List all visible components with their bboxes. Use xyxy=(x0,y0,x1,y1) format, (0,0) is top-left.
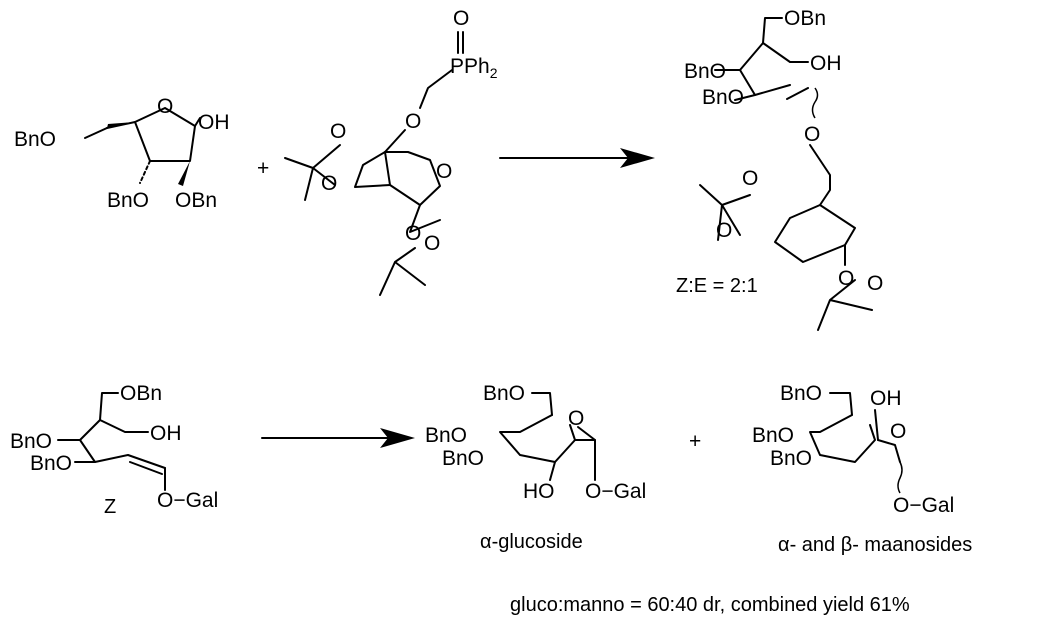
z-alkene-reactant: OBn OH BnO BnO O−Gal Z xyxy=(10,382,218,518)
phosphoryl-oxygen-label: O xyxy=(453,7,469,30)
mannosides-caption: α- and β- maanosides xyxy=(778,534,972,556)
acetonide-oxygen-4: O xyxy=(424,232,440,255)
alpha-glucoside-caption: α-glucoside xyxy=(480,531,583,553)
plus-sign-2: + xyxy=(689,430,701,453)
ring-oxygen-label: O xyxy=(157,95,173,118)
reaction-arrow-2 xyxy=(261,428,415,448)
bno-ch2-label: BnO xyxy=(483,382,525,405)
bno-label-1: BnO xyxy=(425,424,467,447)
bno-label-2: BnO xyxy=(702,86,744,109)
plus-sign-1: + xyxy=(257,157,269,180)
bno-label-2: BnO xyxy=(770,447,812,470)
hydroxyl-label: HO xyxy=(523,480,555,503)
o-gal-label: O−Gal xyxy=(893,494,954,517)
alpha-glucoside-product: BnO O BnO BnO HO O−Gal α-glucoside xyxy=(425,382,646,553)
o-gal-label: O−Gal xyxy=(585,480,646,503)
acetonide-oxygen-1: O xyxy=(742,167,758,190)
bno-label-1: BnO xyxy=(10,430,52,453)
bno-ch2-label: BnO xyxy=(14,128,56,151)
phosphine-oxide-reactant: O PPh2 O O O O O O xyxy=(284,7,498,296)
bno-label-2: BnO xyxy=(442,447,484,470)
arabinofuranose-reactant: OH O BnO BnO OBn xyxy=(14,95,230,212)
z-caption: Z xyxy=(104,496,116,518)
hydroxyl-label: OH xyxy=(150,422,182,445)
reaction-arrow-1 xyxy=(499,148,655,168)
phosphorus-label: PPh2 xyxy=(450,55,498,81)
hydroxyl-label: OH xyxy=(810,52,842,75)
obn-c2-label: OBn xyxy=(175,189,217,212)
acetonide-oxygen-3: O xyxy=(405,222,421,245)
ring-oxygen-label: O xyxy=(890,420,906,443)
obn-label: OBn xyxy=(784,7,826,30)
acetonide-oxygen-1: O xyxy=(330,120,346,143)
hydroxyl-label: OH xyxy=(198,111,230,134)
bno-label-1: BnO xyxy=(752,424,794,447)
bno-label-1: BnO xyxy=(684,60,726,83)
hydroxyl-label: OH xyxy=(870,387,902,410)
obn-label: OBn xyxy=(120,382,162,405)
ze-ratio-caption: Z:E = 2:1 xyxy=(676,275,758,297)
bno-label-2: BnO xyxy=(30,452,72,475)
acetonide-oxygen-4: O xyxy=(867,272,883,295)
bno-ch2-label: BnO xyxy=(780,382,822,405)
ratio-yield-footnote: gluco:manno = 60:40 dr, combined yield 6… xyxy=(510,594,910,616)
mannoside-products: BnO OH O BnO BnO O−Gal α- and β- maanosi… xyxy=(752,382,972,556)
linker-oxygen-label: O xyxy=(405,110,421,133)
ring-oxygen-label: O xyxy=(568,407,584,430)
vinyl-oxygen-label: O xyxy=(804,123,820,146)
ring-oxygen-label: O xyxy=(436,160,452,183)
o-gal-label: O−Gal xyxy=(157,489,218,512)
alkene-product: OBn OH BnO BnO O O O O O Z:E = 2:1 xyxy=(676,7,883,331)
bno-c3-label: BnO xyxy=(107,189,149,212)
